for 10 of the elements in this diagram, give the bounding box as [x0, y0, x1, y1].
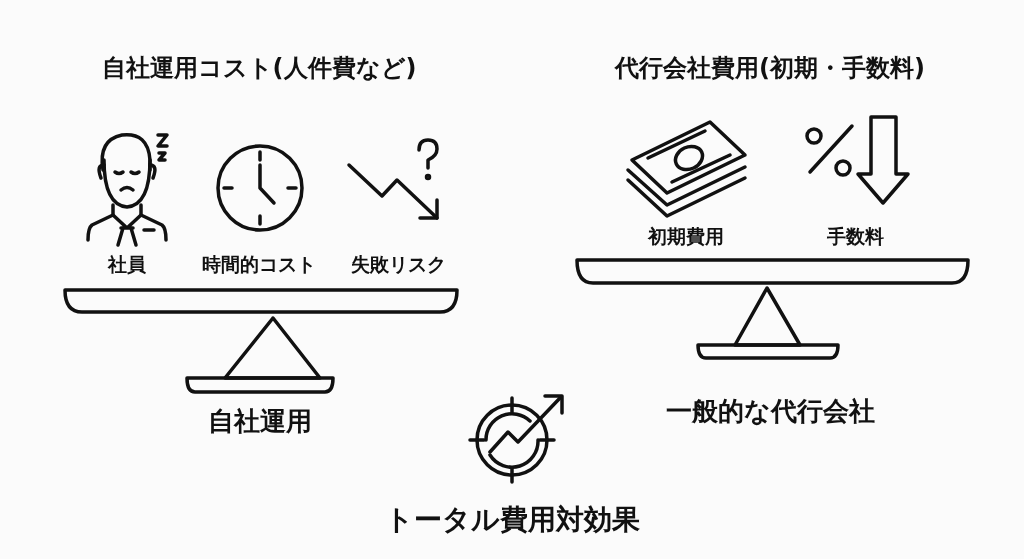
heading: 自社運用コスト(人件費など) [101, 53, 417, 84]
item-label: 社員 [108, 252, 146, 277]
heading: 代行会社費用(初期・手数料) [615, 53, 925, 84]
scale-label: 一般的な代行会社 [665, 394, 875, 428]
item-label: 初期費用 [648, 224, 724, 249]
result-label: トータル費用対効果 [384, 502, 640, 538]
item-label: 手数料 [826, 224, 884, 249]
scale-label: 自社運用 [208, 404, 312, 438]
item-label: 失敗リスク [350, 252, 446, 277]
item-label: 時間的コスト [202, 252, 316, 277]
